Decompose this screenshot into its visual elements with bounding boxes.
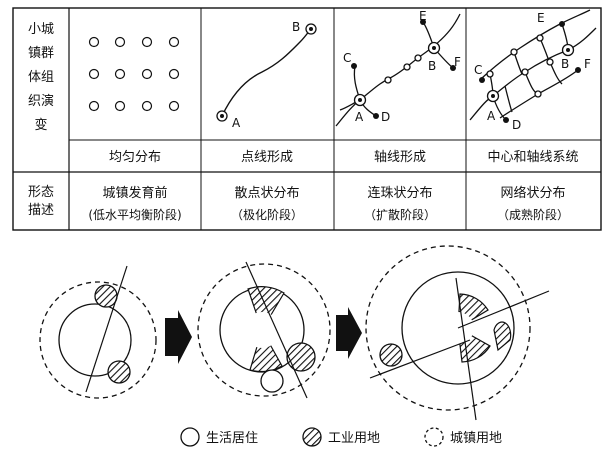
point-label: D: [512, 118, 521, 132]
legend: 生活居住 工业用地 城镇用地: [180, 427, 502, 447]
point-label: B: [561, 57, 569, 71]
evolution-table: 小城 镇群 体组 织演 变 形态 描述 均匀分布 点线形成 轴线形成 中心和轴线…: [12, 7, 602, 231]
point-label: F: [454, 55, 461, 69]
urban-stage-1: [39, 265, 157, 399]
row-header-line: 体组: [28, 70, 54, 85]
row-header-evolution: 小城 镇群 体组 织演 变: [28, 22, 54, 133]
row-header-line: 形态: [28, 185, 54, 200]
arrow-icon: [336, 307, 362, 359]
stage-label: 中心和轴线系统: [487, 150, 578, 165]
row-header-line: 变: [34, 117, 47, 133]
stage-phase: (低水平均衡阶段): [88, 207, 181, 222]
urban-stage-3: [365, 245, 550, 421]
stage-description: 网络状分布: [500, 185, 565, 201]
stage-label: 均匀分布: [109, 150, 161, 165]
row-header-line: 描述: [28, 203, 54, 218]
stage-phase: （成熟阶段）: [497, 207, 569, 222]
point-label: A: [355, 110, 364, 124]
stage-phase: （极化阶段）: [231, 207, 303, 222]
point-line-sketch: A B: [216, 20, 317, 130]
row-header-description: 形态 描述: [28, 185, 54, 218]
stage-description: 散点状分布: [234, 186, 299, 201]
point-label: C: [474, 63, 482, 77]
stage-phase: （扩散阶段）: [364, 207, 436, 222]
legend-label: 工业用地: [328, 431, 380, 446]
legend-residential-icon: [180, 427, 200, 447]
row-header-line: 小城: [28, 22, 54, 37]
legend-urban-land-icon: [424, 427, 444, 447]
axis-formation-sketch: [335, 13, 461, 127]
stage-label: 点线形成: [241, 150, 293, 165]
stage-label: 轴线形成: [374, 150, 426, 165]
network-sketch: [469, 9, 597, 123]
stage-description: 城镇发育前: [102, 185, 167, 201]
stage-description: 连珠状分布: [367, 185, 432, 201]
point-label: B: [292, 20, 300, 34]
row-header-line: 镇群: [28, 46, 54, 61]
legend-label: 生活居住: [206, 431, 258, 446]
point-label: E: [537, 11, 545, 25]
point-label: B: [428, 59, 436, 73]
point-label: E: [419, 9, 427, 23]
point-label: C: [343, 51, 351, 65]
uniform-grid: [88, 36, 180, 112]
urban-stage-2: [197, 261, 331, 399]
legend-label: 城镇用地: [450, 431, 502, 446]
arrow-icon: [165, 310, 192, 364]
point-label: F: [584, 57, 591, 71]
row-header-line: 织演: [28, 93, 54, 109]
point-label: A: [487, 109, 496, 123]
point-label: D: [381, 110, 390, 124]
legend-industrial-icon: [302, 427, 322, 447]
point-label: A: [232, 116, 241, 130]
